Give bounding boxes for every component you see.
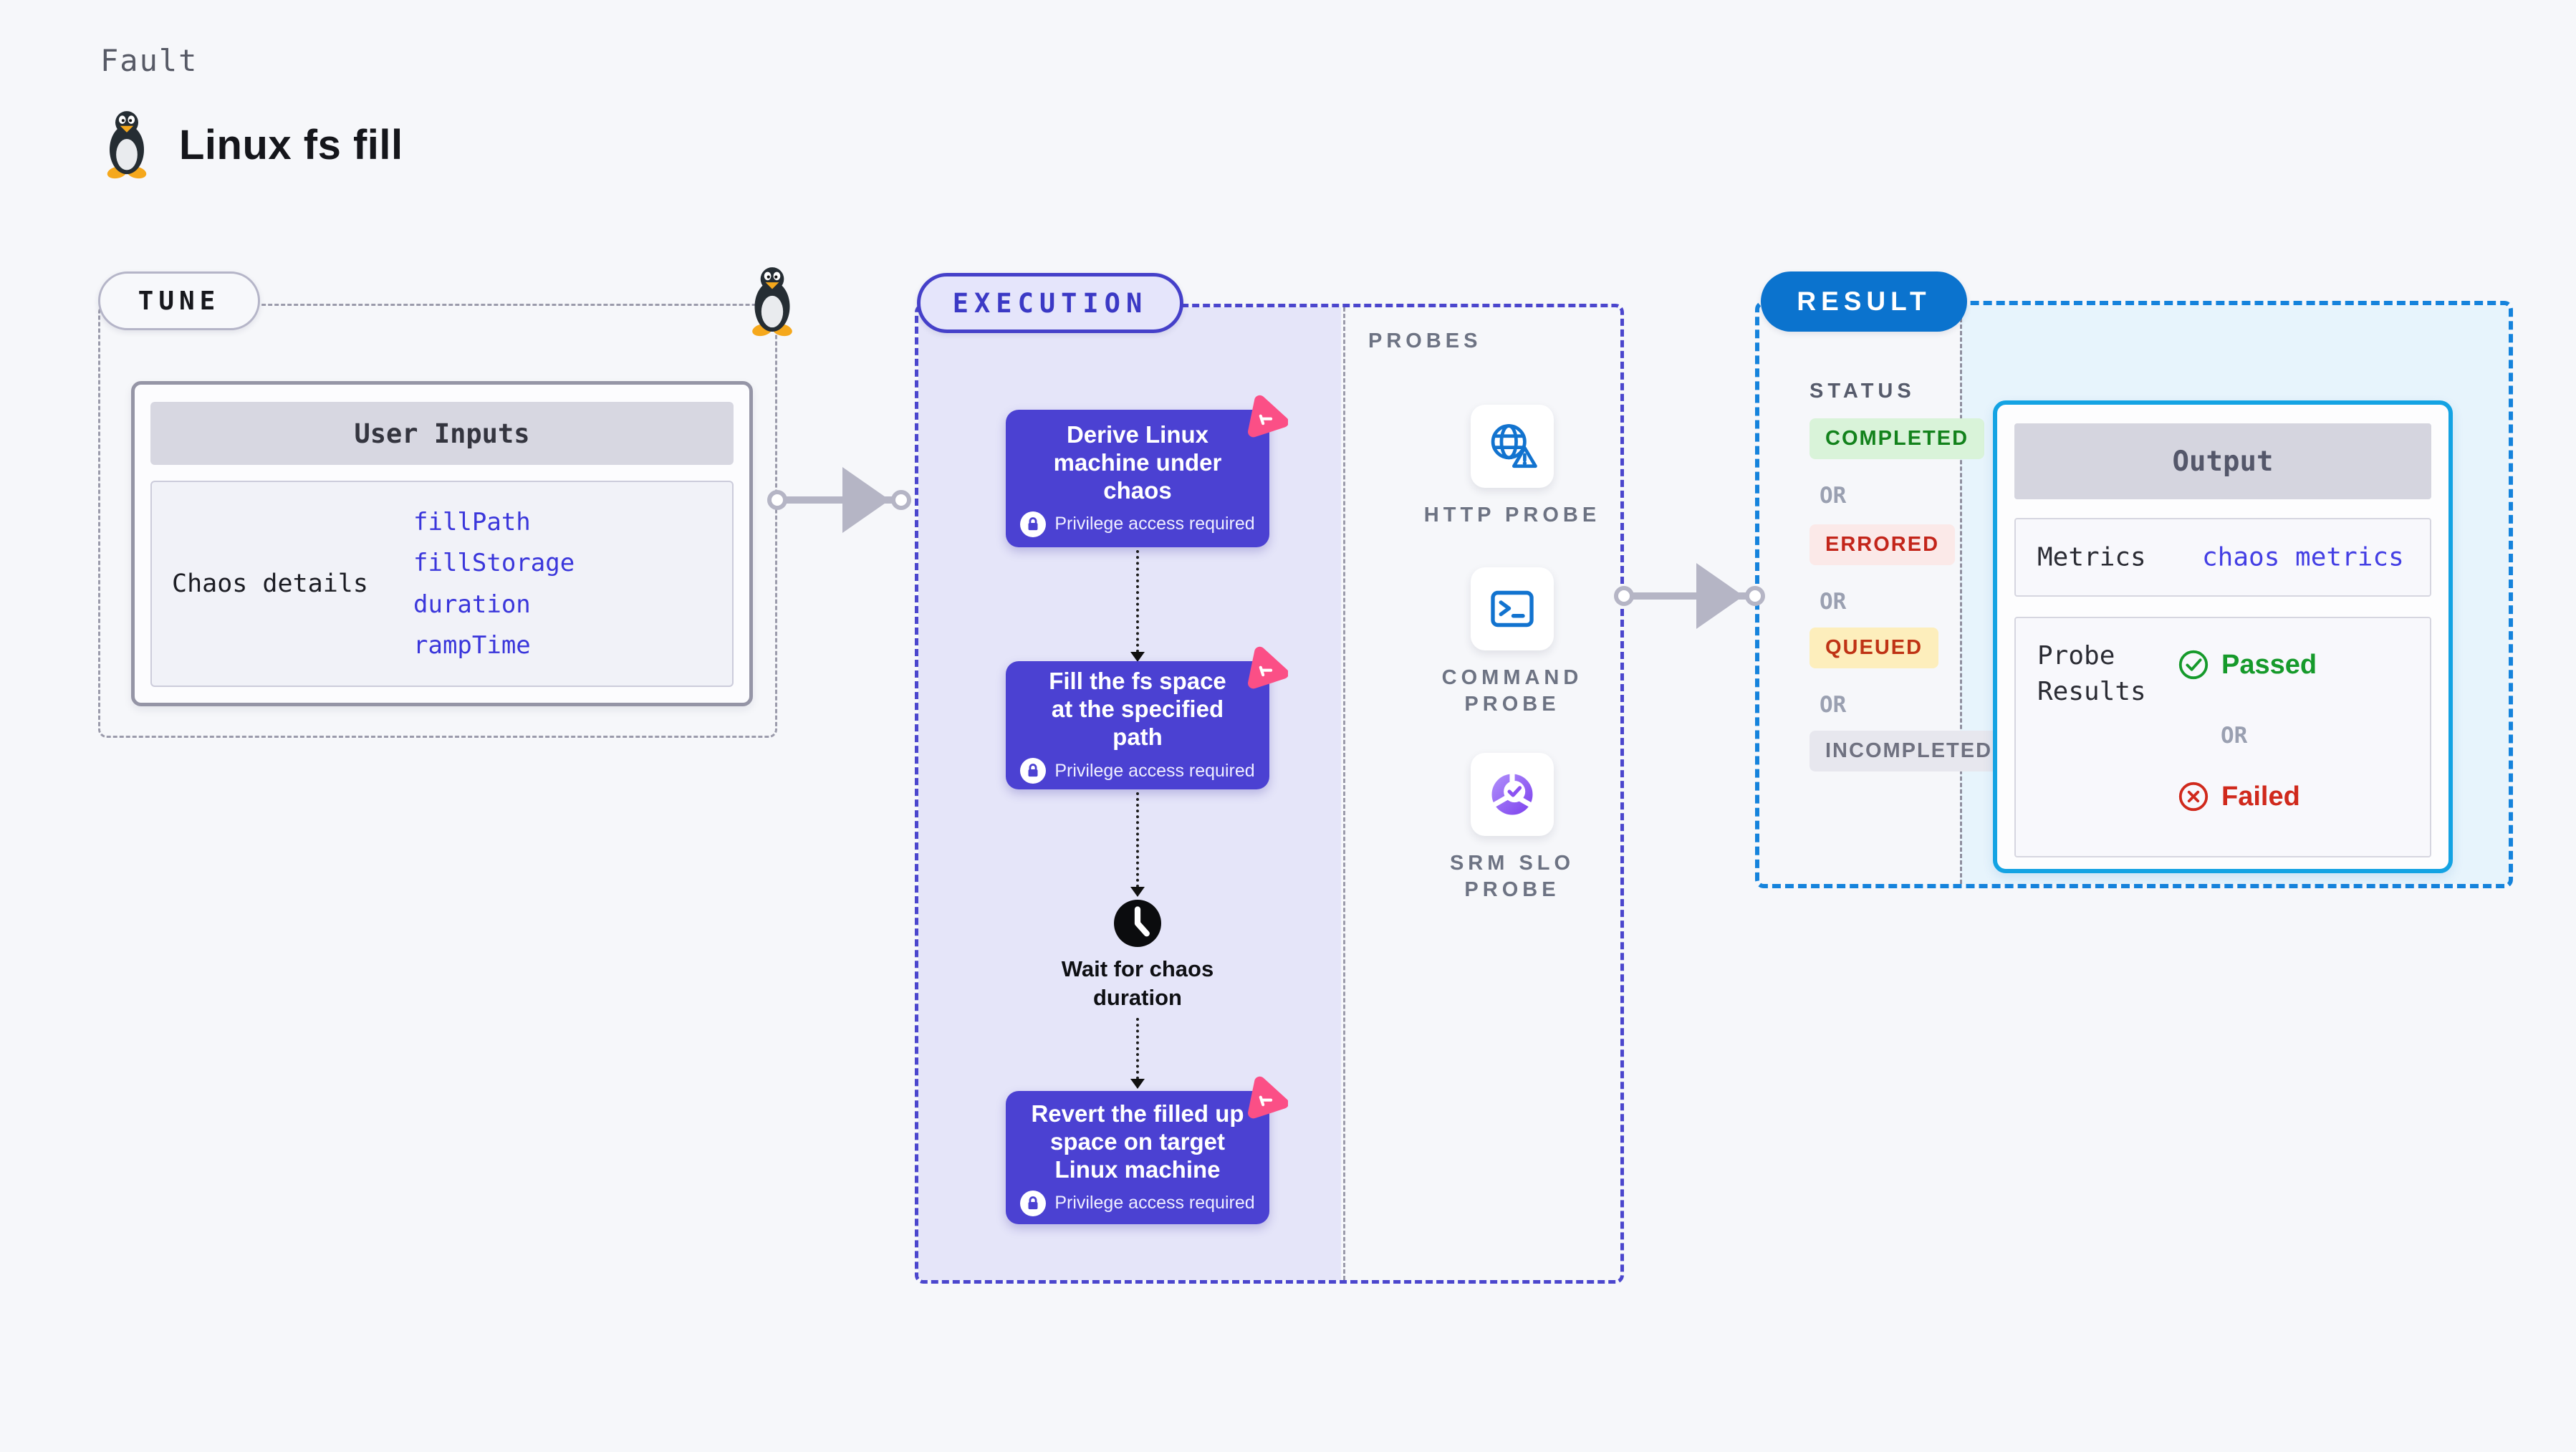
tux-penguin-icon <box>100 110 153 179</box>
or-label: OR <box>1820 692 1847 718</box>
failed-label: Failed <box>2221 781 2300 812</box>
wait-node: Wait for chaos duration <box>1006 898 1269 1012</box>
tux-penguin-corner-icon <box>745 266 799 337</box>
connector-arrowhead <box>1130 887 1145 897</box>
step-title: Revert the filled up space on target Lin… <box>1031 1100 1244 1183</box>
step-derive-machine: Derive Linux machine under chaos Privile… <box>1006 410 1269 547</box>
step-revert-space: Revert the filled up space on target Lin… <box>1006 1091 1269 1224</box>
chaos-icon <box>1241 1072 1288 1120</box>
output-header: Output <box>2014 423 2431 499</box>
user-inputs-card: User Inputs Chaos details fillPath fillS… <box>131 381 753 706</box>
chaos-params-list: fillPath fillStorage duration rampTime <box>413 482 575 686</box>
probes-heading: PROBES <box>1368 330 1482 352</box>
or-label: OR <box>1820 483 1847 509</box>
page-title: Linux fs fill <box>179 121 403 168</box>
clock-icon <box>1112 898 1163 949</box>
status-badge-completed: COMPLETED <box>1810 418 1985 459</box>
output-panel: Output Metrics chaos metrics Probe Resul… <box>1993 400 2453 873</box>
privilege-row: Privilege access required <box>1020 511 1255 537</box>
status-badge-queued: QUEUED <box>1810 628 1939 668</box>
status-badge-errored: ERRORED <box>1810 524 1956 565</box>
globe-alert-icon <box>1485 419 1539 473</box>
status-heading: STATUS <box>1810 380 1916 403</box>
param-ramptime: rampTime <box>413 630 531 660</box>
failed-row: Failed <box>2177 780 2300 813</box>
result-badge: RESULT <box>1761 271 1967 332</box>
result-section: STATUS COMPLETED OR ERRORED OR QUEUED OR… <box>1755 301 2513 888</box>
step-title: Fill the fs space at the specified path <box>1049 668 1226 750</box>
privilege-note: Privilege access required <box>1054 514 1255 534</box>
http-probe-label: HTTP PROBE <box>1423 504 1601 527</box>
or-label: OR <box>2221 723 2248 749</box>
passed-label: Passed <box>2221 649 2317 680</box>
step-fill-fs: Fill the fs space at the specified path … <box>1006 661 1269 789</box>
chaos-icon <box>1241 391 1288 438</box>
srm-slo-probe-card <box>1471 753 1554 836</box>
privilege-note: Privilege access required <box>1054 760 1255 781</box>
privilege-note: Privilege access required <box>1054 1193 1255 1213</box>
user-inputs-header: User Inputs <box>150 402 734 465</box>
or-label: OR <box>1820 589 1847 615</box>
x-circle-icon <box>2177 780 2210 813</box>
privilege-row: Privilege access required <box>1020 758 1255 784</box>
page-title-row: Linux fs fill <box>100 109 403 181</box>
command-probe-label: COMMAND PROBE <box>1441 666 1583 716</box>
user-inputs-panel: Chaos details fillPath fillStorage durat… <box>150 481 734 687</box>
connector-arrowhead <box>1130 652 1145 662</box>
step-title: Derive Linux machine under chaos <box>1053 420 1222 504</box>
metrics-row: Metrics chaos metrics <box>2014 518 2431 597</box>
param-duration: duration <box>413 590 531 619</box>
lock-icon <box>1020 511 1047 537</box>
metrics-label: Metrics <box>2037 542 2146 572</box>
http-probe-card <box>1471 405 1554 488</box>
wait-label: Wait for chaos duration <box>1061 956 1214 1010</box>
probes-panel: PROBES HTTP PROBE COMMAND PROBE SRM SLO … <box>1343 307 1620 1280</box>
chaos-metrics-link[interactable]: chaos metrics <box>2202 542 2404 572</box>
execution-section: PROBES HTTP PROBE COMMAND PROBE SRM SLO … <box>915 304 1624 1284</box>
terminal-icon <box>1486 583 1538 635</box>
slo-donut-check-icon <box>1485 767 1539 822</box>
lock-icon <box>1020 758 1047 784</box>
param-fillstorage: fillStorage <box>413 549 575 578</box>
check-circle-icon <box>2177 648 2210 681</box>
tune-badge: TUNE <box>98 271 260 330</box>
connector-dotted <box>1136 792 1139 888</box>
chaos-icon <box>1241 643 1288 690</box>
lock-icon <box>1020 1190 1047 1216</box>
srm-slo-probe-label: SRM SLO PROBE <box>1449 852 1575 901</box>
tune-section <box>98 304 777 738</box>
connector-dotted <box>1136 550 1139 653</box>
execution-badge: EXECUTION <box>917 273 1183 333</box>
param-fillpath: fillPath <box>413 508 531 537</box>
probe-results-row: Probe Results Passed OR Failed <box>2014 617 2431 857</box>
fault-breadcrumb: Fault <box>100 43 198 78</box>
command-probe-card <box>1471 567 1554 650</box>
passed-row: Passed <box>2177 648 2317 681</box>
connector-arrowhead <box>1130 1079 1145 1089</box>
probe-results-label: Probe Results <box>2037 641 2146 706</box>
chaos-details-label: Chaos details <box>172 569 368 598</box>
connector-dotted <box>1136 1018 1139 1080</box>
status-badge-incompleted: INCOMPLETED <box>1810 731 2009 771</box>
privilege-row: Privilege access required <box>1020 1190 1255 1216</box>
